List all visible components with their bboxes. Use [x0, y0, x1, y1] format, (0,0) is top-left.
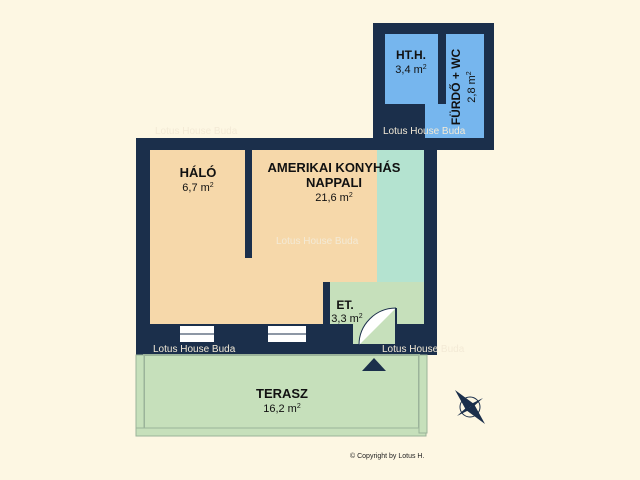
- terasz-wall-right: [418, 354, 428, 434]
- terasz-label: TERASZ: [256, 386, 308, 401]
- et-label: ET.: [336, 298, 353, 312]
- watermark: Lotus House Buda: [383, 126, 466, 137]
- watermark: Lotus House Buda: [382, 344, 465, 355]
- terasz-area: 16,2 m2: [263, 403, 301, 415]
- ht-h-area: 3,4 m2: [395, 64, 427, 76]
- furdo-wc-label: FÜRDŐ + WC: [448, 49, 463, 126]
- nappali-label-line1: AMERIKAI KONYHÁS: [268, 160, 401, 175]
- furdo-wc-area: 2,8 m2: [466, 71, 478, 103]
- halo-room: [150, 150, 250, 324]
- watermark: Lotus House Buda: [276, 236, 359, 247]
- divider-wall-bedroom: [245, 150, 252, 258]
- entrance-arrow-icon: [362, 358, 386, 371]
- compass-icon: [455, 390, 485, 424]
- nappali-room: [250, 150, 377, 282]
- halo-label: HÁLÓ: [180, 165, 217, 180]
- ht-h-label: HT.H.: [396, 48, 426, 62]
- copyright-text: © Copyright by Lotus H.: [350, 452, 424, 460]
- divider-wall-hall: [323, 282, 330, 332]
- nappali-area: 21,6 m2: [315, 192, 353, 204]
- nappali-lower-area: [250, 282, 323, 324]
- watermark: Lotus House Buda: [155, 126, 238, 137]
- nappali-label-line2: NAPPALI: [306, 175, 362, 190]
- et-area: 3,3 m2: [331, 313, 363, 325]
- furdo-wc-room: [446, 34, 484, 138]
- bathroom-passage: [425, 104, 446, 138]
- terasz-wall-bottom: [135, 427, 427, 437]
- entrance-door-swing: [358, 307, 397, 346]
- watermark: Lotus House Buda: [153, 344, 236, 355]
- ht-h-room: [385, 34, 438, 104]
- kitchen-area: [377, 150, 424, 282]
- halo-area: 6,7 m2: [182, 182, 214, 194]
- terasz-wall-left: [135, 354, 145, 434]
- partition-wall: [438, 34, 446, 104]
